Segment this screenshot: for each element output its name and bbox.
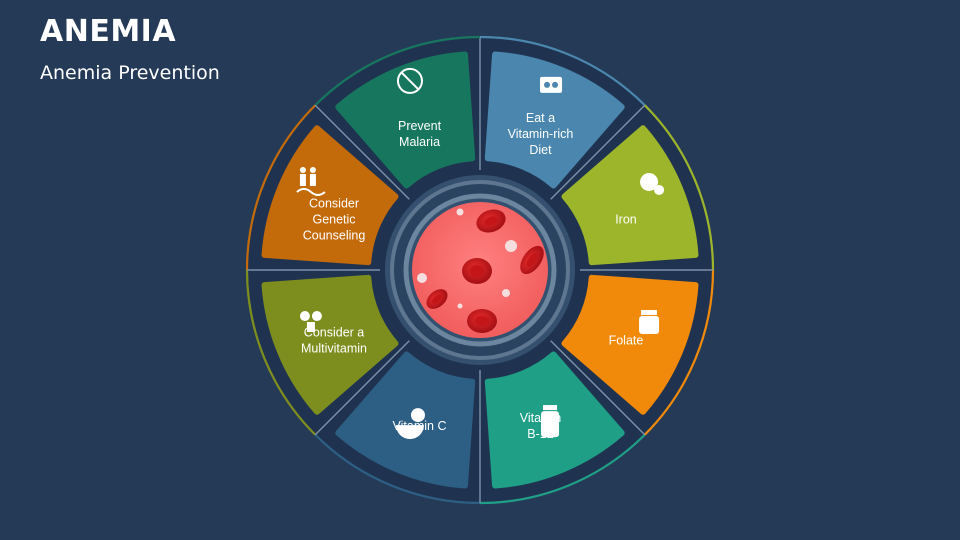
segment-5[interactable]: Vitamin C xyxy=(335,351,476,489)
segment-2[interactable]: Iron xyxy=(561,125,699,266)
segment-label: Malaria xyxy=(399,135,440,149)
segment-label: Vitamin-rich xyxy=(508,127,574,141)
divider-line xyxy=(314,104,410,200)
page-title: ANEMIA xyxy=(40,14,177,49)
segment-label: B-12 xyxy=(527,427,553,441)
ring-arc xyxy=(245,269,317,436)
segment-shape xyxy=(261,125,399,266)
red-blood-cells-icon xyxy=(417,208,544,333)
ring-arc xyxy=(479,433,646,505)
divider-line xyxy=(314,340,410,436)
food-plate-icon xyxy=(540,76,563,93)
page-subtitle: Anemia Prevention xyxy=(40,62,220,84)
segment-label: Vitamin C xyxy=(393,419,447,433)
iron-food-icon xyxy=(640,172,665,195)
segment-label: Counseling xyxy=(303,229,366,243)
b9-bottle-icon xyxy=(639,310,660,335)
multivitamin-icon xyxy=(299,311,322,333)
segment-label: Prevent xyxy=(398,119,442,133)
segment-label: Eat a xyxy=(526,111,555,125)
segment-label: Consider xyxy=(309,197,359,211)
segment-label: Diet xyxy=(529,143,552,157)
citrus-slice-icon xyxy=(395,408,425,440)
ring-arc xyxy=(643,104,715,271)
family-dna-icon xyxy=(296,166,326,196)
segment-shape xyxy=(484,51,625,189)
ring-arc xyxy=(314,35,481,107)
b12-bottle-icon xyxy=(541,405,560,438)
divider-line xyxy=(550,104,646,200)
segment-shape xyxy=(335,51,476,189)
divider-line xyxy=(550,340,646,436)
segment-shape xyxy=(561,274,699,415)
no-mosquito-icon xyxy=(396,67,423,94)
ring-arc xyxy=(314,433,481,505)
center-hub xyxy=(385,175,575,365)
ring-arc xyxy=(245,104,317,271)
segment-3[interactable]: Folate xyxy=(561,274,699,415)
segment-shape xyxy=(561,125,699,266)
segment-label: Multivitamin xyxy=(301,341,367,355)
ring-arc xyxy=(479,35,646,107)
segments-group: Eat a Vitamin-richDietIronFolateVitaminB-… xyxy=(261,51,699,489)
segment-shape xyxy=(335,351,476,489)
segment-label: Genetic xyxy=(312,213,355,227)
ring-arc xyxy=(643,269,715,436)
segment-label: Folate xyxy=(609,333,644,347)
segment-label: Iron xyxy=(615,213,637,227)
segment-shape xyxy=(261,274,399,415)
segment-6[interactable]: Consider a Multivitamin xyxy=(261,274,399,415)
segment-label: Vitamin xyxy=(520,411,562,425)
segment-label: Consider a xyxy=(304,325,364,339)
